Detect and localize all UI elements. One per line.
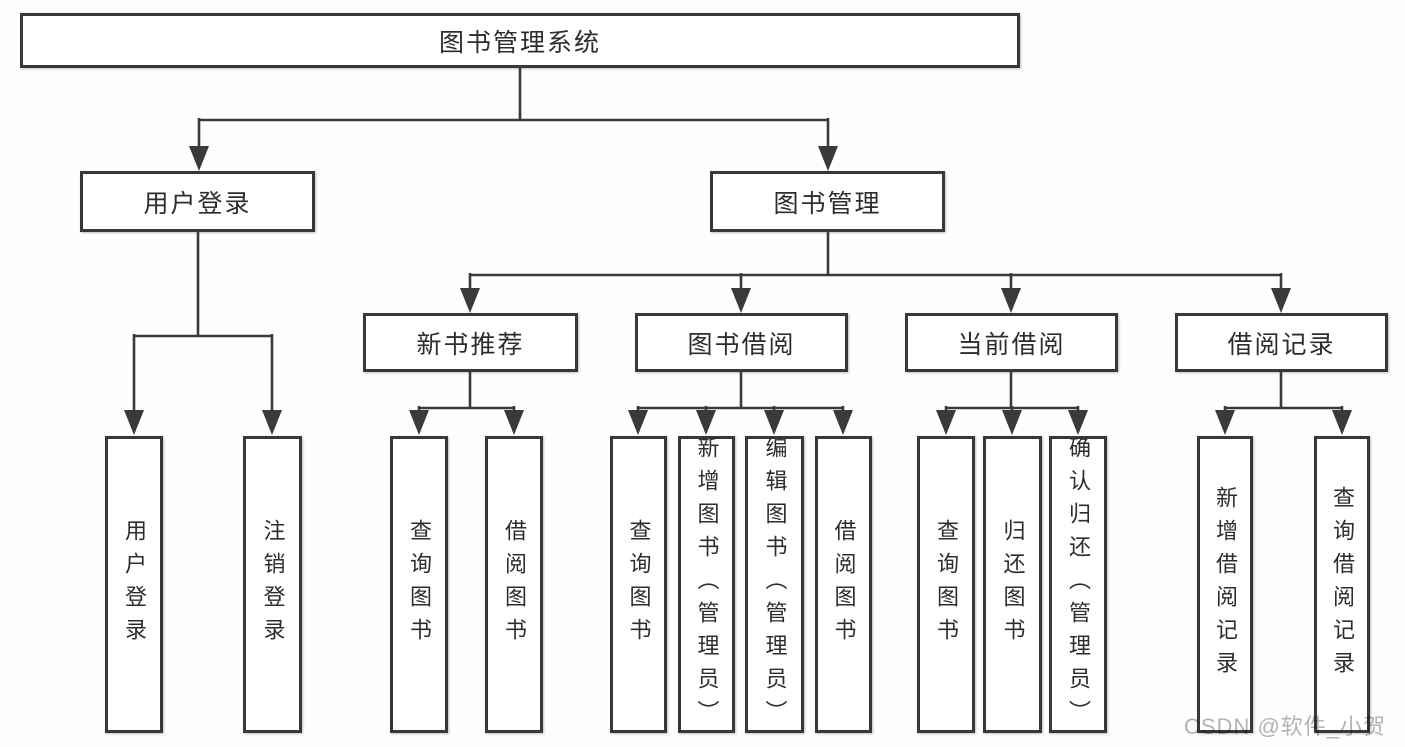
- down-arrow: [1215, 410, 1235, 435]
- leaf-confirm-return-admin: 确认归还（管理员）: [1049, 436, 1107, 733]
- node-book-management: 图书管理: [710, 171, 945, 232]
- down-arrow: [504, 410, 524, 435]
- node-library-system: 图书管理系统: [20, 13, 1020, 68]
- connector-book-mgmt-to-level3: [468, 230, 1283, 295]
- node-current-borrowing: 当前借阅: [905, 313, 1118, 372]
- csdn-watermark: CSDN @软件_小贺同学: [1184, 714, 1387, 747]
- leaf-borrow-books-recommend: 借阅图书: [485, 436, 543, 733]
- down-arrow: [1271, 288, 1291, 313]
- leaf-logout: 注销登录: [243, 436, 302, 733]
- down-arrow: [1068, 410, 1088, 435]
- connector-new-book-to-leaves: [417, 370, 516, 417]
- leaf-add-book-admin: 新增图书（管理员）: [678, 436, 735, 733]
- connector-current-borrow-to-leaves: [944, 370, 1080, 417]
- down-arrow: [124, 410, 144, 435]
- connector-book-borrow-to-leaves: [636, 370, 845, 417]
- down-arrow: [1332, 410, 1352, 435]
- down-arrow: [818, 146, 838, 171]
- node-new-book-recommend: 新书推荐: [363, 313, 578, 372]
- node-borrowing-records: 借阅记录: [1175, 313, 1388, 372]
- down-arrow: [262, 410, 282, 435]
- leaf-query-books-current: 查询图书: [917, 436, 975, 733]
- down-arrow: [833, 410, 853, 435]
- connector-root-to-level2: [197, 66, 830, 152]
- node-book-borrowing: 图书借阅: [635, 313, 848, 372]
- leaf-add-borrow-record: 新增借阅记录: [1197, 436, 1253, 733]
- down-arrow: [628, 410, 648, 435]
- down-arrow: [460, 288, 480, 313]
- down-arrow: [696, 410, 716, 435]
- leaf-edit-book-admin: 编辑图书（管理员）: [745, 436, 804, 733]
- down-arrow: [764, 410, 784, 435]
- down-arrow: [1002, 410, 1022, 435]
- connector-borrow-record-to-leaves: [1223, 370, 1344, 417]
- leaf-borrow-books: 借阅图书: [815, 436, 872, 733]
- leaf-query-books-borrow: 查询图书: [610, 436, 667, 733]
- leaf-query-borrow-record: 查询借阅记录: [1314, 436, 1370, 733]
- down-arrow: [409, 410, 429, 435]
- leaf-query-books-recommend: 查询图书: [390, 436, 448, 733]
- leaf-user-login: 用户登录: [105, 436, 163, 733]
- down-arrow: [731, 288, 751, 313]
- down-arrow: [1001, 288, 1021, 313]
- connector-user-login-to-leaves: [132, 230, 274, 416]
- leaf-return-book: 归还图书: [983, 436, 1042, 733]
- node-user-login: 用户登录: [80, 171, 315, 232]
- down-arrow: [189, 146, 209, 171]
- down-arrow: [936, 410, 956, 435]
